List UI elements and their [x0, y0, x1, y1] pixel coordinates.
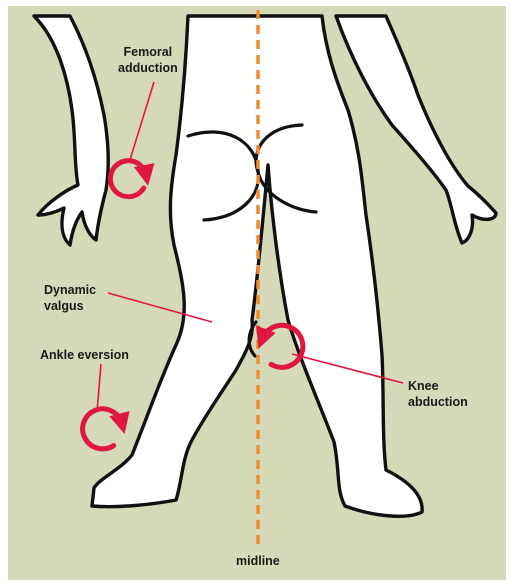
dynamic-valgus-label: Dynamic valgus — [44, 282, 96, 314]
femoral-adduction-label: Femoral adduction — [118, 44, 178, 76]
knee-abduction-label: Knee abduction — [408, 378, 468, 410]
midline-label: midline — [236, 553, 280, 569]
ankle-eversion-label: Ankle eversion — [40, 347, 129, 363]
